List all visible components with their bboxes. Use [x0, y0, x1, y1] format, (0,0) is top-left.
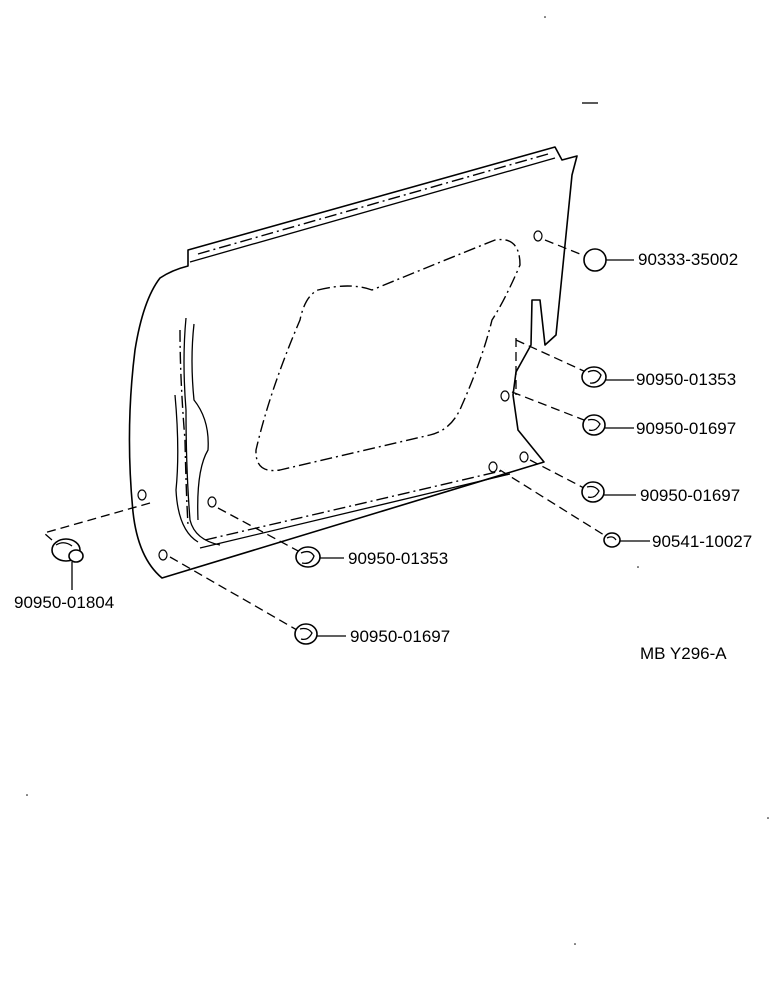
mounting-holes: [137, 230, 543, 561]
part-label-clip-right-2: 90950-01697: [640, 486, 740, 505]
part-label-clip-bottom: 90950-01697: [350, 627, 450, 646]
clip-90950-01804: [51, 538, 84, 563]
clip-90541-10027: [603, 532, 621, 548]
part-label-plug: 90333-35002: [638, 250, 738, 269]
scan-specks: [26, 16, 769, 945]
part-label-clip-center: 90950-01353: [348, 549, 448, 568]
window-opening: [255, 238, 521, 472]
part-label-clip-right-1: 90950-01697: [636, 419, 736, 438]
clip-90950-01353-center: [295, 546, 321, 568]
plug-90333-35002: [583, 248, 607, 272]
part-label-clip-left: 90950-01804: [14, 593, 114, 612]
clip-90950-01697-b: [581, 481, 605, 503]
figure-code: MB Y296-A: [640, 644, 727, 663]
clip-90950-01697-bottom: [294, 623, 318, 645]
door-trim-panel: [128, 146, 578, 579]
label-leaders: [71, 259, 650, 637]
part-label-clip-upper-right: 90950-01353: [636, 370, 736, 389]
clip-90950-01697-a: [582, 414, 606, 436]
part-label-clip-lower-right: 90541-10027: [652, 532, 752, 551]
leader-lines: [42, 239, 605, 631]
clip-90950-01353-upper: [581, 366, 607, 388]
